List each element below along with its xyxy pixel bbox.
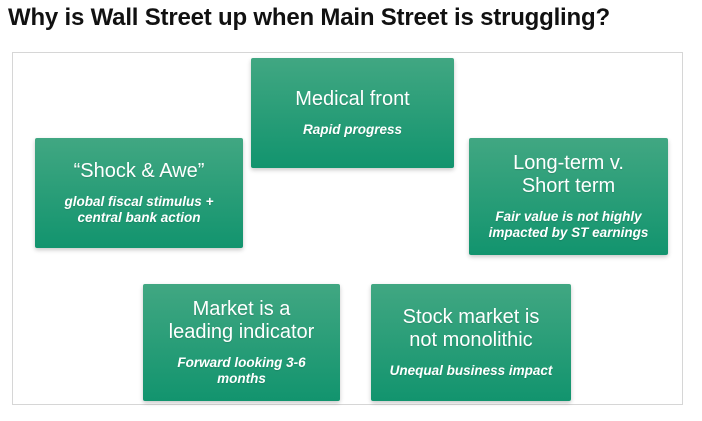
card-subtitle: Unequal business impact [389, 362, 553, 378]
page-title: Why is Wall Street up when Main Street i… [8, 4, 610, 31]
card-heading: Medical front [295, 87, 410, 110]
card-shock-and-awe: “Shock & Awe” global fiscal stimulus +ce… [35, 138, 243, 248]
card-long-term-v-short-term: Long-term v.Short term Fair value is not… [469, 138, 668, 255]
slide-canvas: Medical front Rapid progress “Shock & Aw… [12, 52, 683, 405]
card-medical-front: Medical front Rapid progress [251, 58, 454, 168]
card-subtitle: Rapid progress [302, 121, 403, 137]
card-subtitle: global fiscal stimulus +central bank act… [64, 193, 214, 225]
card-heading: Long-term v.Short term [513, 151, 624, 197]
card-heading: “Shock & Awe” [73, 159, 205, 182]
